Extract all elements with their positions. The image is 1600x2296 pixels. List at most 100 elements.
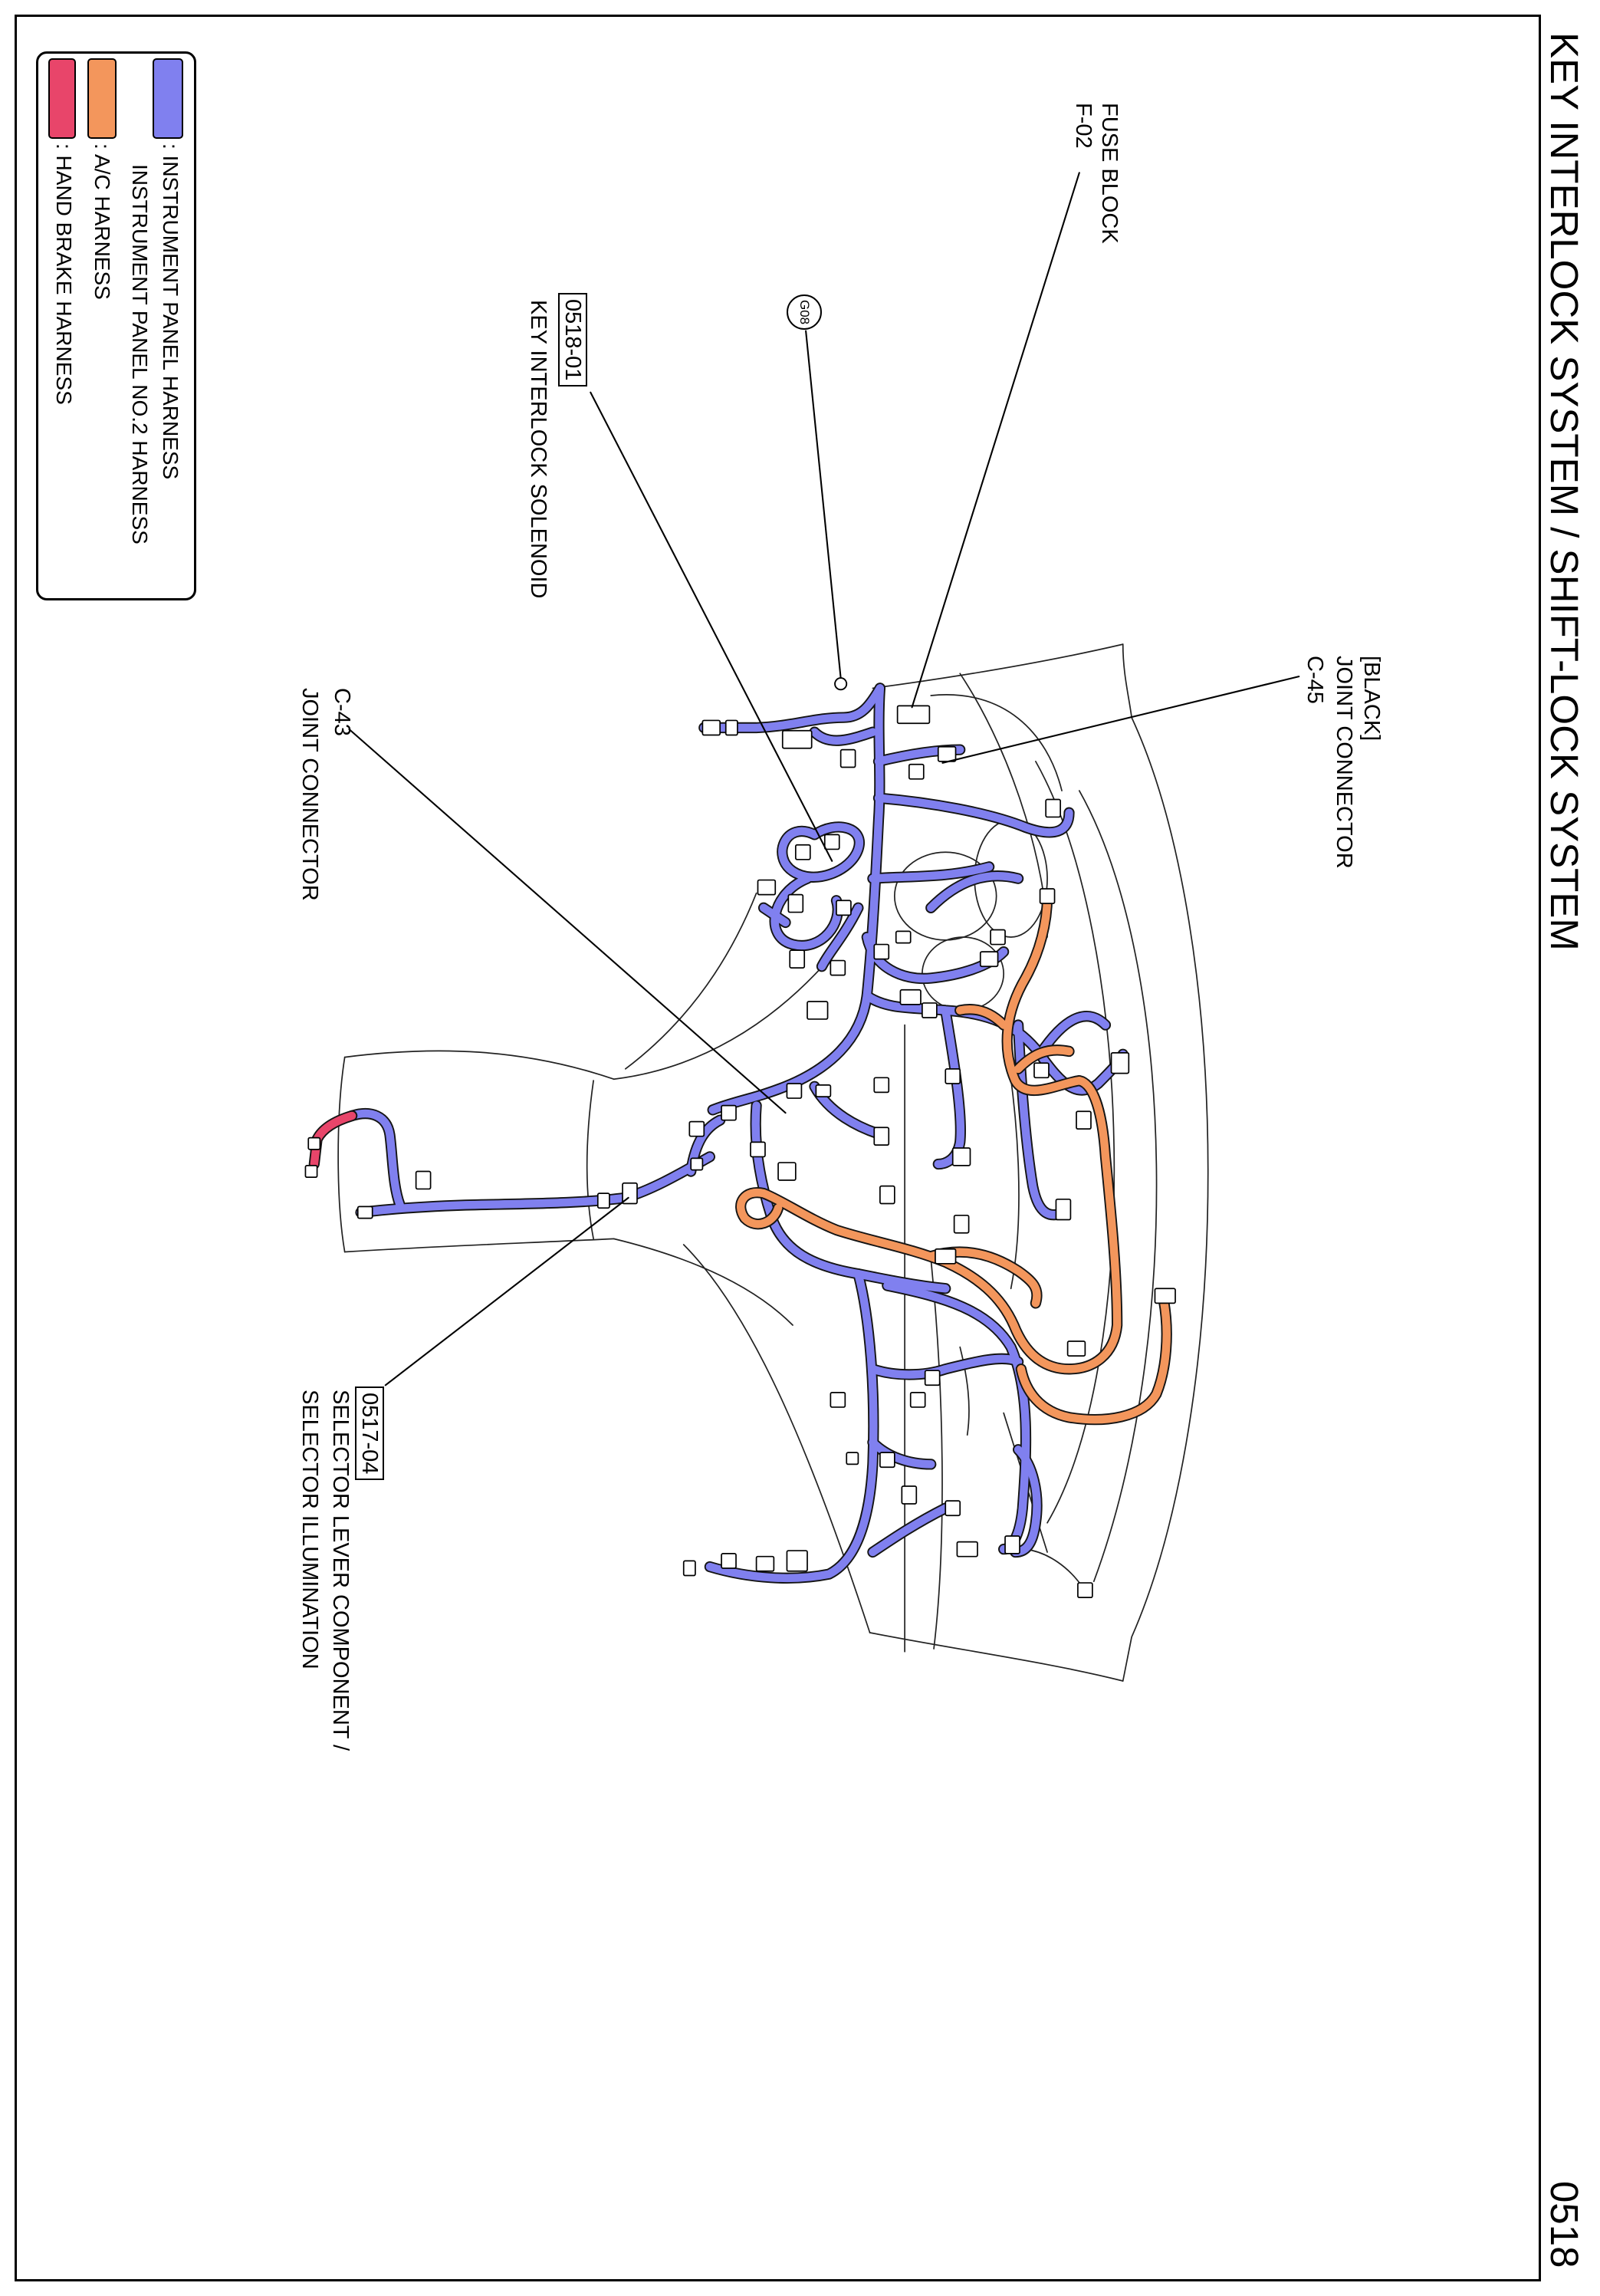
ground-point-code: G08 [797, 299, 812, 325]
ac-harness-wire [956, 1005, 1008, 1029]
selector-lever-code: 0517-04 [355, 1386, 384, 1481]
upper-dash-curve [930, 694, 1063, 791]
instrument-panel-harness-wire [874, 794, 1073, 837]
connector [836, 900, 852, 916]
connector [909, 1391, 926, 1408]
connector [945, 1068, 961, 1084]
connector [979, 951, 999, 968]
instrument-panel-harness-wire [356, 1153, 715, 1217]
connector [830, 959, 846, 976]
dash-outer-arc [1122, 643, 1209, 1682]
connector [873, 943, 890, 960]
connector [846, 1452, 859, 1465]
connector [356, 1206, 373, 1219]
connector [956, 1541, 978, 1558]
leader-line-c45 [941, 676, 1300, 764]
ac-harness [735, 890, 1172, 1426]
legend-swatch-instrument-panel-harness [153, 58, 183, 139]
column-cover-curve [613, 1238, 793, 1326]
steering-column-ring [586, 1080, 594, 1240]
ac-harness-wire [1014, 1046, 1073, 1074]
connector [924, 1370, 941, 1386]
legend-swatch-hand-brake-harness [48, 58, 76, 139]
c43-label: JOINT CONNECTOR [297, 688, 322, 901]
steering-column-bottom [343, 1238, 615, 1253]
connector [879, 1185, 895, 1205]
leader-lines [348, 172, 1300, 1386]
connector [1033, 1062, 1050, 1079]
connector [1076, 1110, 1092, 1130]
connector [1066, 1340, 1086, 1357]
connector [830, 1391, 846, 1408]
leader-line-fuse-block [911, 172, 1080, 709]
connector [787, 893, 804, 913]
connector [750, 1141, 766, 1158]
connector [789, 949, 806, 969]
legend-label-hand-brake-harness: : HAND BRAKE HARNESS [52, 143, 76, 405]
connector [899, 988, 922, 1005]
instrument-panel-harness-wire [759, 903, 790, 927]
connector [786, 1550, 808, 1572]
page-title: KEY INTERLOCK SYSTEM / SHIFT-LOCK SYSTEM [1543, 32, 1586, 951]
leader-line-key-interlock-solenoid [590, 391, 833, 862]
connector [777, 1162, 797, 1181]
c45-color-note: [BLACK] [1359, 656, 1384, 742]
instrument-panel-harness-wire [708, 684, 885, 1114]
instrument-panel-harness-wire [347, 1109, 404, 1209]
connector [922, 1002, 938, 1018]
legend-swatch-ac-harness [87, 58, 117, 139]
instrument-panel-harness-wire [778, 823, 864, 882]
connector [701, 719, 721, 736]
column-cover-curve [613, 958, 830, 1081]
connector [415, 1170, 432, 1190]
connector [786, 1083, 803, 1099]
connector [1077, 1582, 1093, 1599]
connector [873, 1127, 890, 1146]
steering-column-top [343, 1050, 615, 1081]
instrument-panel-harness-wire [705, 1269, 878, 1583]
fuse-block-label: FUSE BLOCK [1097, 103, 1122, 244]
dash-top-edge [872, 643, 1124, 689]
harness-legend [36, 51, 196, 600]
leader-line-selector-lever [384, 1196, 629, 1386]
legend-label-ac-harness: : A/C HARNESS [90, 143, 114, 300]
instrument-panel-harness-wire [770, 874, 842, 950]
connector [807, 1001, 829, 1020]
dash-inner-arc [1035, 761, 1115, 1524]
instrument-panel-harness-wire [927, 871, 1023, 913]
selector-illumination-label: SELECTOR ILLUMINATION [297, 1390, 322, 1669]
instrument-panel-harness-wire [751, 1101, 950, 1293]
legend-label-instrument-panel-harness: : INSTRUMENT PANEL HARNESS [159, 143, 182, 480]
steering-column-end [337, 1056, 346, 1253]
ac-harness-wire [1017, 1296, 1171, 1424]
connector [1004, 1535, 1020, 1554]
connector [895, 930, 912, 944]
connector [935, 1248, 957, 1265]
connector [1154, 1288, 1176, 1304]
connector [823, 834, 840, 850]
connector [839, 748, 856, 768]
connector [794, 844, 811, 860]
legend-label-instrument-panel-no2-harness: INSTRUMENT PANEL NO.2 HARNESS [128, 164, 152, 544]
connector [1039, 888, 1056, 904]
connector [682, 1560, 696, 1577]
connector [1055, 1198, 1072, 1221]
instrument-panel-harness-wire [869, 1438, 935, 1469]
connector [815, 1084, 832, 1097]
instrument-panel-harness-wire [869, 1354, 1023, 1379]
instrument-panel-harness-wire [1036, 1012, 1110, 1059]
connector-layer [304, 705, 1176, 1599]
fuse-block-code: F-02 [1071, 103, 1096, 149]
instrument-panel-harness-wire [883, 1281, 1030, 1554]
page-number: 0518 [1543, 2181, 1586, 2268]
key-interlock-solenoid-label: KEY INTERLOCK SOLENOID [526, 300, 550, 599]
instrument-panel-harness-wire [862, 992, 1127, 1094]
instrument-panel-harness-wire [817, 903, 862, 971]
connector [901, 1485, 918, 1505]
dash-inner-arc [1078, 790, 1158, 1583]
instrument-panel-harness-wire [869, 1504, 950, 1557]
connector [951, 1147, 971, 1166]
leader-line-g08 [805, 330, 842, 679]
page-frame [15, 15, 1541, 2281]
